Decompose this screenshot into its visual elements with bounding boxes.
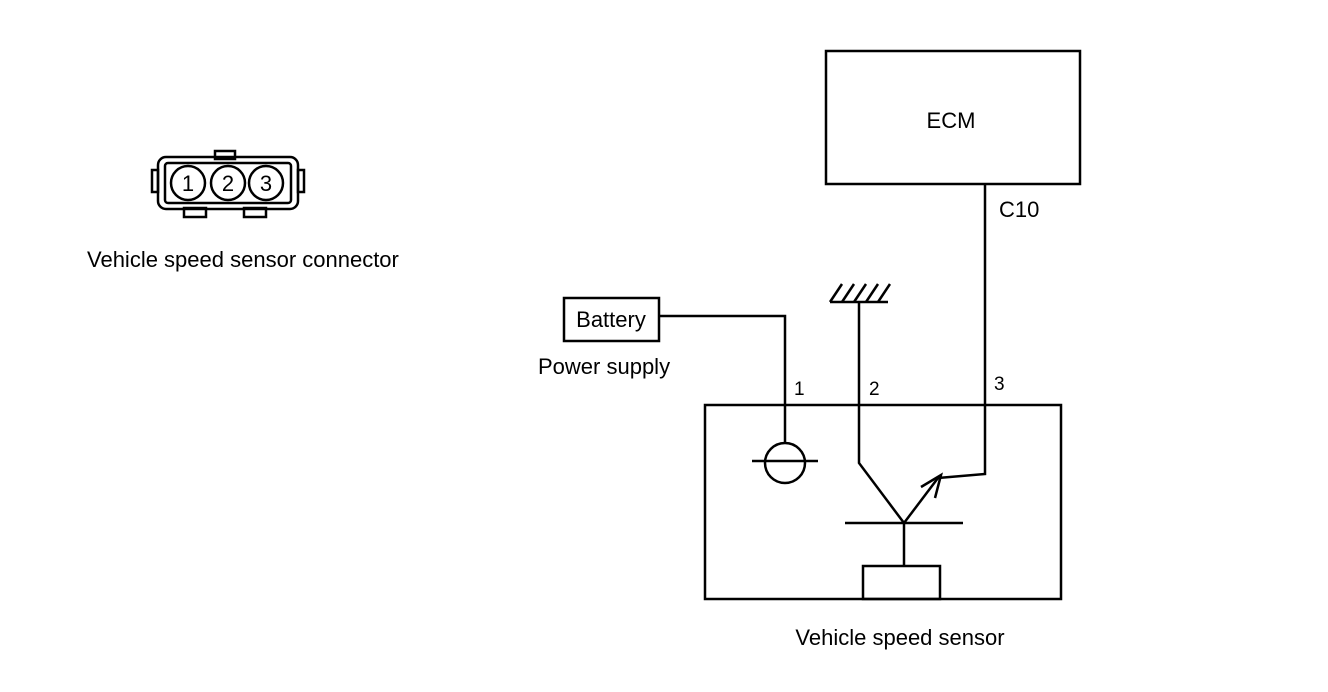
connector-pin-3-circle — [247, 164, 285, 202]
sensor-pickup-block — [861, 564, 942, 601]
connector-pin-3-label: 3 — [260, 171, 272, 196]
power-supply-caption: Power supply — [538, 354, 670, 379]
sensor-element-circle — [763, 441, 807, 485]
connector-pin-2-circle — [209, 164, 247, 202]
connector-outer-body — [156, 155, 300, 211]
ground-symbol — [828, 283, 892, 304]
battery-box — [562, 296, 661, 343]
sensor-terminal-3-label: 3 — [994, 374, 1005, 395]
wire-battery-to-pin1 — [659, 314, 787, 405]
transistor-symbol — [845, 405, 987, 566]
ecm-box — [824, 49, 1082, 186]
sensor-terminal-2-label: 2 — [869, 379, 880, 400]
sensor-box — [703, 403, 1063, 601]
connector-illustration: 1 2 3 — [150, 149, 306, 219]
connector-inner-body — [163, 161, 293, 205]
connector-pin-1-label: 1 — [182, 171, 194, 196]
connector-pin-2-label: 2 — [222, 171, 234, 196]
sensor-caption: Vehicle speed sensor — [795, 625, 1004, 650]
connector-pin-1-circle — [169, 164, 207, 202]
connector-caption: Vehicle speed sensor connector — [87, 247, 399, 272]
ecm-label: ECM — [927, 108, 976, 133]
sensor-terminal-1-label: 1 — [794, 379, 805, 400]
connector-top-tab — [213, 149, 237, 161]
ecm-terminal-label: C10 — [999, 197, 1039, 222]
battery-label: Battery — [576, 307, 646, 332]
